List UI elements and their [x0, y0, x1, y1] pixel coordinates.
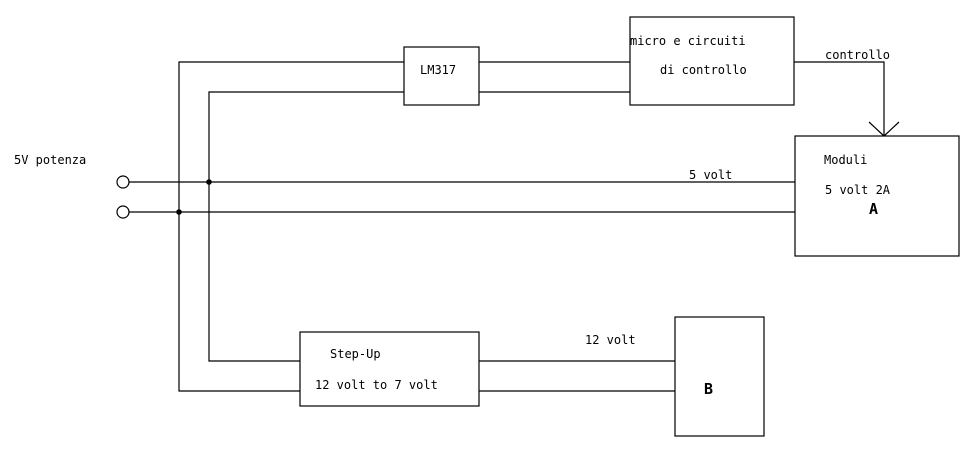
input-terminal-positive [116, 175, 130, 189]
control-signal-label: controllo [825, 48, 890, 62]
input-terminal-negative [116, 205, 130, 219]
lm317-label: LM317 [420, 63, 456, 77]
module-a-rating: 5 volt 2A [825, 183, 891, 197]
stepup-desc: 12 volt to 7 volt [315, 378, 438, 392]
module-a-title: Moduli [824, 153, 867, 167]
micro-control-block [629, 16, 795, 106]
rail-5v-label: 5 volt [689, 168, 732, 182]
stepup-title: Step-Up [330, 347, 381, 361]
module-a-id: A [869, 200, 878, 218]
module-a-block [794, 135, 960, 257]
rail-12v-label: 12 volt [585, 333, 636, 347]
micro-label-line1: micro e circuiti [630, 34, 746, 48]
module-b-block [674, 316, 765, 437]
branch-wire-outer [178, 61, 404, 392]
module-b-id: B [704, 380, 713, 398]
branch-wire-inner [208, 91, 404, 362]
micro-label-line2: di controllo [660, 63, 747, 77]
input-label: 5V potenza [14, 153, 86, 167]
stepup-block [299, 331, 480, 407]
lm317-block [403, 46, 480, 106]
control-signal-wire [794, 61, 885, 136]
